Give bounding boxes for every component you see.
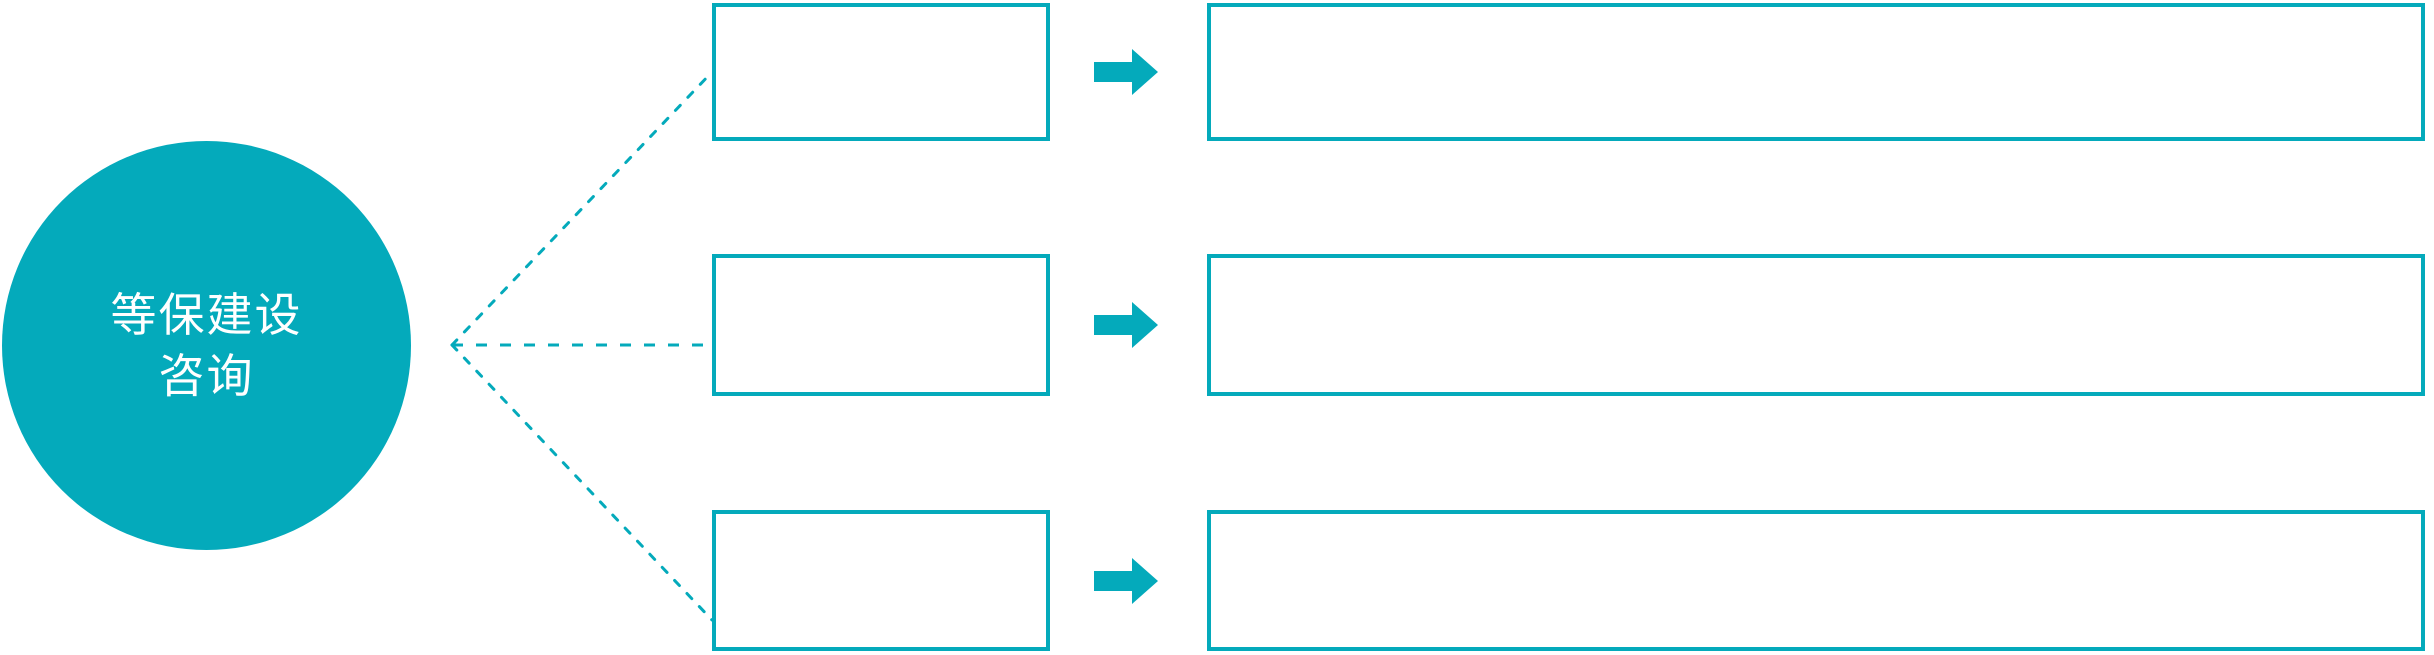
hub-label-line-1: 等保建设 <box>110 287 303 342</box>
diagram-row-3 <box>0 510 2434 651</box>
category-box-row-1[interactable] <box>712 3 1050 141</box>
category-box-row-2[interactable] <box>712 254 1050 396</box>
right-arrow-icon-row-3 <box>1094 558 1158 604</box>
detail-box-row-1[interactable] <box>1207 3 2425 141</box>
detail-box-row-2[interactable] <box>1207 254 2425 396</box>
category-box-row-3[interactable] <box>712 510 1050 651</box>
diagram-row-2 <box>0 254 2434 396</box>
diagram-row-1 <box>0 3 2434 141</box>
hub-label-line-2: 咨询 <box>158 348 255 403</box>
detail-box-row-3[interactable] <box>1207 510 2425 651</box>
hub-circle[interactable]: 等保建设 咨询 <box>2 141 411 550</box>
right-arrow-icon-row-1 <box>1094 49 1158 95</box>
right-arrow-icon-row-2 <box>1094 302 1158 348</box>
